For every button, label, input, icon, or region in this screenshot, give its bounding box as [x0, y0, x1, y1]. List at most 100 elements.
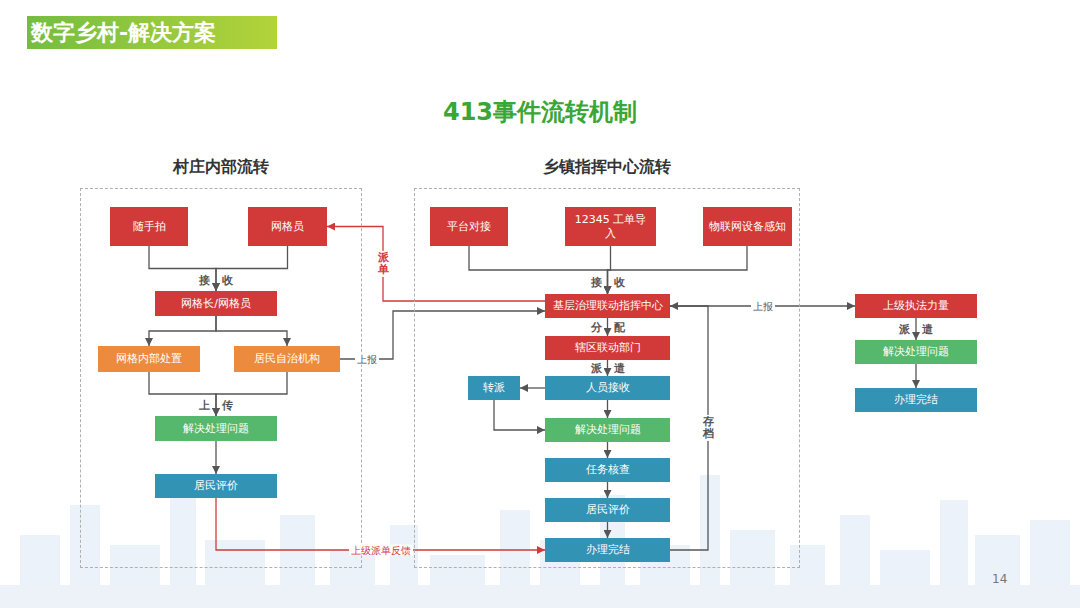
box-label: 随手拍 — [133, 220, 166, 234]
box-label: 居民评价 — [194, 479, 238, 493]
skyline-building — [170, 490, 196, 585]
flow-connector — [340, 311, 545, 359]
diagram-title: 413事件流转机制 — [0, 96, 1080, 128]
connector-label: 分配 — [579, 322, 637, 333]
connector-label: 接收 — [187, 274, 245, 285]
box-label: 解决处理问题 — [883, 345, 949, 359]
source-box: 平台对接 — [430, 207, 508, 246]
connector-label: 上传 — [187, 400, 245, 411]
flow-connector — [670, 306, 708, 550]
flow-connector — [607, 318, 608, 336]
flow-connector — [607, 442, 608, 458]
flow-connector — [149, 316, 216, 346]
box-label: 物联网设备感知 — [709, 220, 786, 234]
step-box: 办理完结 — [855, 388, 977, 412]
step-box: 居民评价 — [155, 474, 277, 498]
connector-label: 上级派单反馈 — [349, 545, 413, 556]
box-label: 12345 工单导入 — [565, 213, 656, 241]
connector-label: 接收 — [579, 277, 637, 288]
connector-label: 存档 — [702, 415, 715, 441]
flow-panel: 村庄内部流转随手拍网格员网格长/网格员网格内部处置居民自治机构解决处理问题居民评… — [80, 188, 362, 568]
box-label: 网格内部处置 — [116, 352, 182, 366]
flow-connector — [494, 400, 545, 430]
flow-connector — [607, 482, 608, 498]
flow-connector — [216, 316, 287, 346]
flow-connector — [915, 364, 916, 388]
connector-label: 派单 — [377, 251, 390, 277]
connector-label: 上报 — [355, 354, 379, 365]
flow-connector — [216, 246, 288, 291]
source-box: 物联网设备感知 — [703, 207, 792, 246]
section-banner: 数字乡村-解决方案 — [27, 16, 277, 50]
box-label: 办理完结 — [894, 393, 938, 407]
box-label: 网格员 — [271, 220, 304, 234]
resolve-box: 解决处理问题 — [155, 416, 277, 441]
box-label: 居民评价 — [586, 503, 630, 517]
skyline-building — [110, 545, 160, 585]
source-box: 网格长/网格员 — [155, 291, 277, 316]
step-box: 办理完结 — [545, 538, 670, 562]
skyline-building — [880, 550, 930, 585]
box-label: 居民自治机构 — [254, 352, 320, 366]
source-box: 辖区联动部门 — [545, 336, 670, 360]
step-box: 任务核查 — [545, 458, 670, 482]
flow-connector — [607, 400, 608, 418]
source-box: 随手拍 — [110, 207, 188, 246]
connector-label: 上报 — [751, 301, 775, 312]
flow-connector — [149, 246, 216, 291]
flow-connector — [469, 246, 608, 294]
flow-connector — [216, 372, 287, 416]
skyline-building — [975, 535, 1020, 585]
resolve-box: 解决处理问题 — [855, 340, 977, 364]
skyline-building — [700, 475, 720, 585]
skyline-building — [20, 535, 60, 585]
connector-label: 派遣 — [579, 363, 637, 374]
source-box: 上级执法力量 — [855, 294, 977, 318]
flow-connector — [149, 372, 216, 416]
source-box: 基层治理联动指挥中心 — [545, 294, 670, 318]
skyline-building — [70, 505, 100, 585]
flow-connector — [915, 318, 916, 340]
handling-box: 网格内部处置 — [98, 346, 200, 372]
skyline-building — [790, 545, 825, 585]
skyline-building — [205, 540, 265, 585]
flow-connector — [216, 498, 545, 550]
box-label: 网格长/网格员 — [181, 297, 251, 311]
skyline-building — [500, 510, 530, 585]
flow-connector — [670, 305, 855, 306]
box-label: 上级执法力量 — [883, 299, 949, 313]
box-label: 平台对接 — [447, 220, 491, 234]
box-label: 数字乡村-解决方案 — [31, 19, 216, 47]
panel-heading: 村庄内部流转 — [81, 157, 361, 177]
resolve-box: 解决处理问题 — [545, 418, 670, 442]
skyline-building — [940, 500, 968, 585]
step-box: 转派 — [468, 376, 520, 400]
page-number: 14 — [992, 572, 1007, 586]
flow-connector — [607, 360, 608, 376]
skyline-building — [840, 515, 870, 585]
source-box: 12345 工单导入 — [565, 207, 656, 246]
ground-band — [0, 585, 1080, 608]
box-label: 人员接收 — [586, 381, 630, 395]
flow-connector — [607, 522, 608, 538]
flow-connector — [520, 387, 545, 388]
flow-connector — [608, 246, 748, 294]
skyline-building — [1030, 520, 1070, 585]
panel-heading: 乡镇指挥中心流转 — [415, 157, 799, 177]
box-label: 基层治理联动指挥中心 — [553, 299, 663, 313]
skyline-building — [730, 530, 775, 585]
handling-box: 居民自治机构 — [234, 346, 340, 372]
step-box: 人员接收 — [545, 376, 670, 400]
box-label: 解决处理问题 — [183, 422, 249, 436]
box-label: 转派 — [483, 381, 505, 395]
box-label: 辖区联动部门 — [575, 341, 641, 355]
flow-panel: 乡镇指挥中心流转平台对接12345 工单导入物联网设备感知基层治理联动指挥中心辖… — [414, 188, 800, 568]
skyline-building — [430, 555, 485, 585]
flow-connector — [215, 441, 216, 474]
connector-label: 派遣 — [887, 324, 945, 335]
box-label: 办理完结 — [586, 543, 630, 557]
box-label: 任务核查 — [586, 463, 630, 477]
source-box: 网格员 — [248, 207, 327, 246]
box-label: 解决处理问题 — [575, 423, 641, 437]
step-box: 居民评价 — [545, 498, 670, 522]
